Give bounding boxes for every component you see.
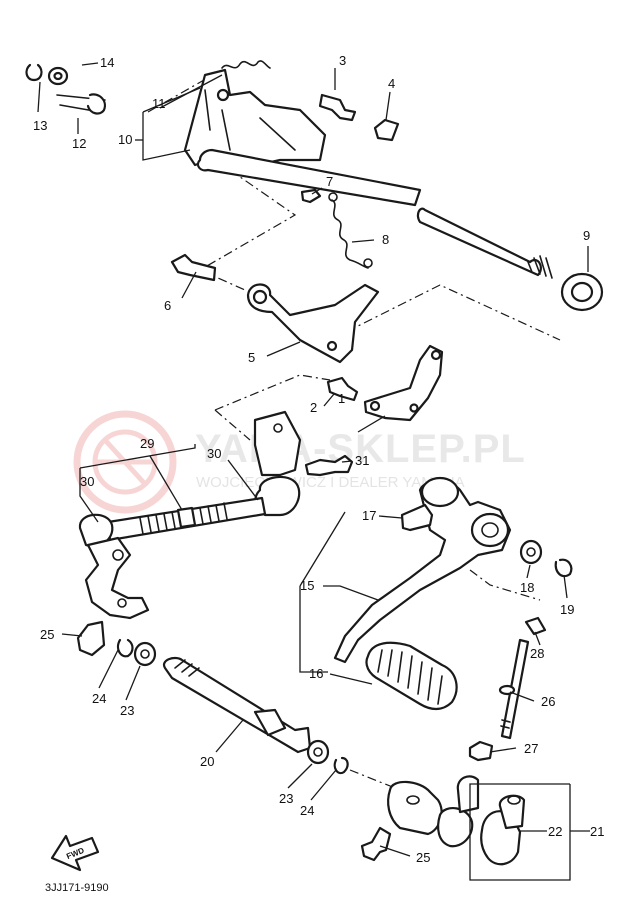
part-foot-peg-rubber-16 bbox=[365, 641, 458, 711]
callout-25-lower: 25 bbox=[416, 850, 430, 865]
part-rod-26 bbox=[498, 638, 530, 740]
part-shift-lever-assembly bbox=[183, 68, 327, 172]
callout-28: 28 bbox=[530, 646, 544, 661]
callout-30-left: 30 bbox=[80, 474, 94, 489]
callout-4: 4 bbox=[388, 76, 395, 91]
callout-6: 6 bbox=[164, 298, 171, 313]
part-circlip-24-lower bbox=[333, 756, 349, 775]
part-circlip-24-upper bbox=[116, 638, 134, 658]
part-spring-11 bbox=[221, 60, 271, 69]
part-bolt-31 bbox=[304, 454, 354, 477]
part-rod-end-upper-30 bbox=[253, 410, 302, 517]
callout-27: 27 bbox=[524, 741, 538, 756]
callout-7: 7 bbox=[326, 174, 333, 189]
callout-24-lower: 24 bbox=[300, 803, 314, 818]
callout-9: 9 bbox=[583, 228, 590, 243]
callout-18: 18 bbox=[520, 580, 534, 595]
part-shift-rod-29 bbox=[106, 496, 267, 542]
callout-3: 3 bbox=[339, 53, 346, 68]
leader-lines bbox=[37, 62, 590, 881]
callout-17: 17 bbox=[362, 508, 376, 523]
callout-16: 16 bbox=[309, 666, 323, 681]
watermark-title: YAMA-SKLEP.PL bbox=[195, 427, 526, 471]
part-bolt-6 bbox=[170, 253, 217, 282]
part-bolt-3 bbox=[318, 93, 357, 122]
callout-12: 12 bbox=[72, 136, 86, 151]
part-spring-8 bbox=[328, 192, 373, 269]
part-collar-7 bbox=[300, 188, 322, 204]
callout-labels: 1 2 3 4 5 6 7 8 9 10 11 12 13 14 15 16 1… bbox=[33, 53, 604, 865]
diagram-code: 3JJ171-9190 bbox=[45, 882, 109, 894]
callout-20: 20 bbox=[200, 754, 214, 769]
part-circlip-19 bbox=[554, 558, 573, 578]
part-shaft-20 bbox=[162, 656, 312, 754]
part-circlip-13 bbox=[25, 63, 43, 82]
callout-10: 10 bbox=[118, 132, 132, 147]
callout-25-upper: 25 bbox=[40, 627, 54, 642]
part-oil-seal-9 bbox=[560, 272, 604, 312]
callout-23-upper: 23 bbox=[120, 703, 134, 718]
part-bolt-2 bbox=[326, 376, 359, 402]
callout-26: 26 bbox=[541, 694, 555, 709]
part-washer-23-upper bbox=[133, 641, 157, 667]
part-nut-27 bbox=[468, 740, 494, 762]
part-bushing-28 bbox=[524, 616, 547, 636]
part-clip-4 bbox=[373, 118, 400, 142]
part-washer-14 bbox=[47, 66, 69, 86]
part-stopper-plate-1 bbox=[363, 344, 444, 422]
callout-8: 8 bbox=[382, 232, 389, 247]
forward-direction-arrow-icon: FWD bbox=[50, 834, 100, 872]
callout-2: 2 bbox=[310, 400, 317, 415]
part-washer-18 bbox=[519, 539, 543, 565]
part-spring-12 bbox=[56, 93, 106, 115]
part-bolt-17 bbox=[400, 503, 434, 532]
part-shift-arm-5 bbox=[246, 283, 380, 364]
callout-24-upper: 24 bbox=[92, 691, 106, 706]
callout-31: 31 bbox=[355, 453, 369, 468]
part-bolt-25-lower bbox=[360, 826, 392, 862]
callout-14: 14 bbox=[100, 55, 114, 70]
part-shift-pedal-15 bbox=[333, 476, 512, 664]
callout-21: 21 bbox=[590, 824, 604, 839]
callout-30-right: 30 bbox=[207, 446, 221, 461]
part-rod-end-22 bbox=[480, 794, 526, 866]
callout-1: 1 bbox=[338, 391, 345, 406]
callout-22: 22 bbox=[548, 824, 562, 839]
watermark-logo-icon bbox=[73, 410, 177, 514]
callout-11: 11 bbox=[152, 96, 166, 111]
callout-15: 15 bbox=[300, 578, 314, 593]
assembly-guide-lines bbox=[147, 71, 561, 791]
callout-13: 13 bbox=[33, 118, 47, 133]
callout-29: 29 bbox=[140, 436, 154, 451]
callout-19: 19 bbox=[560, 602, 574, 617]
part-rod-end-lower-30 bbox=[78, 513, 150, 620]
part-linkage-arm-21 bbox=[387, 775, 480, 848]
part-washer-23-lower bbox=[306, 739, 330, 765]
part-bolt-25-upper bbox=[76, 620, 106, 657]
part-shift-shaft bbox=[196, 148, 553, 279]
callout-5: 5 bbox=[248, 350, 255, 365]
callout-23-lower: 23 bbox=[279, 791, 293, 806]
